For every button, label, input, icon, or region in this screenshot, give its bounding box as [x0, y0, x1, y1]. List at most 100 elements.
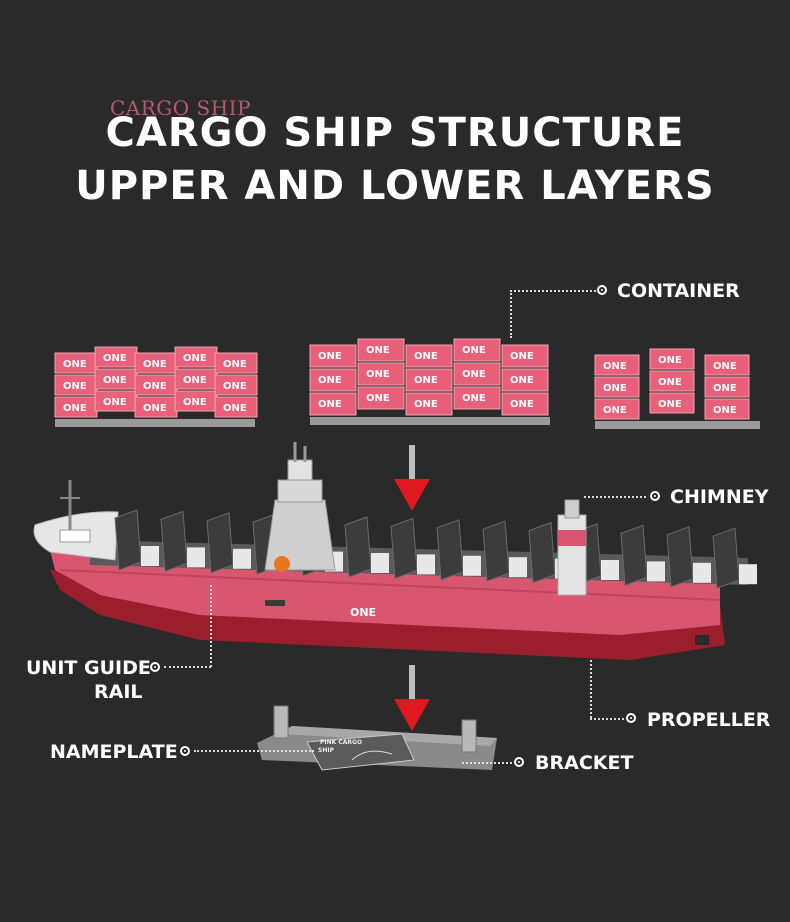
container-logo-text: ONE	[713, 405, 737, 416]
container-logo-text: ONE	[366, 369, 390, 380]
container-logo-text: ONE	[183, 353, 207, 364]
propeller-pointer-icon	[626, 713, 636, 723]
bracket-label: BRACKET	[535, 752, 634, 774]
container-label: CONTAINER	[617, 280, 740, 302]
cargo-bay-floor	[417, 554, 435, 575]
container-block	[594, 354, 640, 376]
unit-guide-rail	[114, 509, 142, 571]
container-logo-text: ONE	[713, 361, 737, 372]
nameplate-leader	[194, 750, 314, 752]
container-block	[214, 374, 258, 396]
container-logo-text: ONE	[658, 399, 682, 410]
container-logo-text: ONE	[658, 355, 682, 366]
container-logo-text: ONE	[510, 399, 534, 410]
page-subtitle: UPPER AND LOWER LAYERS	[75, 163, 715, 209]
propeller-leader-vertical	[590, 660, 592, 718]
cargo-bay-floor	[463, 555, 481, 576]
container-block	[704, 376, 750, 398]
unit-guide-rail	[436, 519, 464, 581]
container-logo-text: ONE	[510, 375, 534, 386]
container-block	[649, 348, 695, 370]
container-logo-text: ONE	[63, 403, 87, 414]
cargo-bay-floor	[141, 546, 159, 566]
unit-guide-rail-pointer-icon	[150, 662, 160, 672]
container-logo-text: ONE	[713, 383, 737, 394]
chimney-pointer-icon	[650, 491, 660, 501]
unit-guide-rail-leader-horizontal	[164, 666, 211, 668]
container-block	[405, 392, 453, 416]
bracket-stand-illustration: PINK CARGO SHIP	[257, 705, 497, 771]
container-base-plate	[310, 417, 550, 425]
container-block	[501, 392, 549, 416]
container-logo-text: ONE	[414, 375, 438, 386]
cargo-bay-floor	[371, 553, 389, 573]
unit-guide-rail	[620, 524, 648, 587]
container-block	[453, 362, 501, 386]
nameplate-line1: PINK CARGO	[320, 739, 362, 746]
container-logo-text: ONE	[462, 393, 486, 404]
container-logo-text: ONE	[183, 397, 207, 408]
container-logo-text: ONE	[183, 375, 207, 386]
container-logo-text: ONE	[103, 375, 127, 386]
container-logo-text: ONE	[103, 397, 127, 408]
container-block	[453, 338, 501, 362]
unit-guide-rail-leader-vertical	[210, 585, 212, 667]
container-logo-text: ONE	[510, 351, 534, 362]
container-block	[214, 352, 258, 374]
container-logo-text: ONE	[103, 353, 127, 364]
container-block	[501, 344, 549, 368]
chimney-label: CHIMNEY	[670, 486, 769, 508]
bracket-leader	[462, 762, 512, 764]
unit-guide-rail	[344, 516, 372, 578]
container-logo-text: ONE	[143, 381, 167, 392]
bracket-pointer-icon	[514, 757, 524, 767]
container-leader-vertical	[510, 290, 512, 338]
container-logo-text: ONE	[462, 345, 486, 356]
container-block	[453, 386, 501, 410]
title-overlay-text: CARGO SHIP	[110, 96, 252, 120]
cargo-bay-floor	[693, 562, 711, 583]
container-logo-text: ONE	[603, 405, 627, 416]
unit-guide-rail	[390, 517, 418, 580]
container-base-plate	[55, 419, 255, 427]
container-logo-text: ONE	[414, 399, 438, 410]
container-block	[704, 354, 750, 376]
container-block	[649, 392, 695, 414]
container-block	[309, 392, 357, 416]
container-block	[405, 344, 453, 368]
container-logo-text: ONE	[318, 351, 342, 362]
cargo-bay-floor	[233, 548, 251, 569]
container-logo-text: ONE	[658, 377, 682, 388]
container-logo-text: ONE	[143, 359, 167, 370]
container-base-plate	[595, 421, 760, 429]
container-logo-text: ONE	[318, 375, 342, 386]
container-logo-text: ONE	[318, 399, 342, 410]
hull-logo-text: ONE	[350, 606, 376, 619]
cargo-bay-floor	[601, 560, 619, 580]
arrow-down-icon	[394, 665, 430, 731]
container-block	[704, 398, 750, 420]
unit-guide-rail-label-line2: RAIL	[94, 681, 143, 703]
container-logo-text: ONE	[603, 361, 627, 372]
container-logo-text: ONE	[414, 351, 438, 362]
unit-guide-rail-label-line1: UNIT GUIDE	[26, 657, 151, 679]
container-logo-text: ONE	[223, 381, 247, 392]
container-block	[501, 368, 549, 392]
unit-guide-rail	[528, 521, 556, 584]
unit-guide-rail	[482, 520, 510, 582]
propeller-leader-horizontal	[590, 718, 624, 720]
container-logo-text: ONE	[143, 403, 167, 414]
unit-guide-rail	[712, 527, 740, 589]
arrow-down-icon	[394, 445, 430, 511]
container-block	[309, 344, 357, 368]
page-title: CARGO SHIP STRUCTURE	[105, 110, 685, 156]
cargo-bay-floor	[509, 557, 527, 578]
container-block	[357, 338, 405, 362]
container-leader-horizontal	[510, 290, 596, 292]
container-logo-text: ONE	[223, 359, 247, 370]
unit-guide-rail	[206, 512, 234, 574]
container-block	[405, 368, 453, 392]
container-logo-text: ONE	[223, 403, 247, 414]
cargo-bay-floor	[739, 564, 757, 585]
